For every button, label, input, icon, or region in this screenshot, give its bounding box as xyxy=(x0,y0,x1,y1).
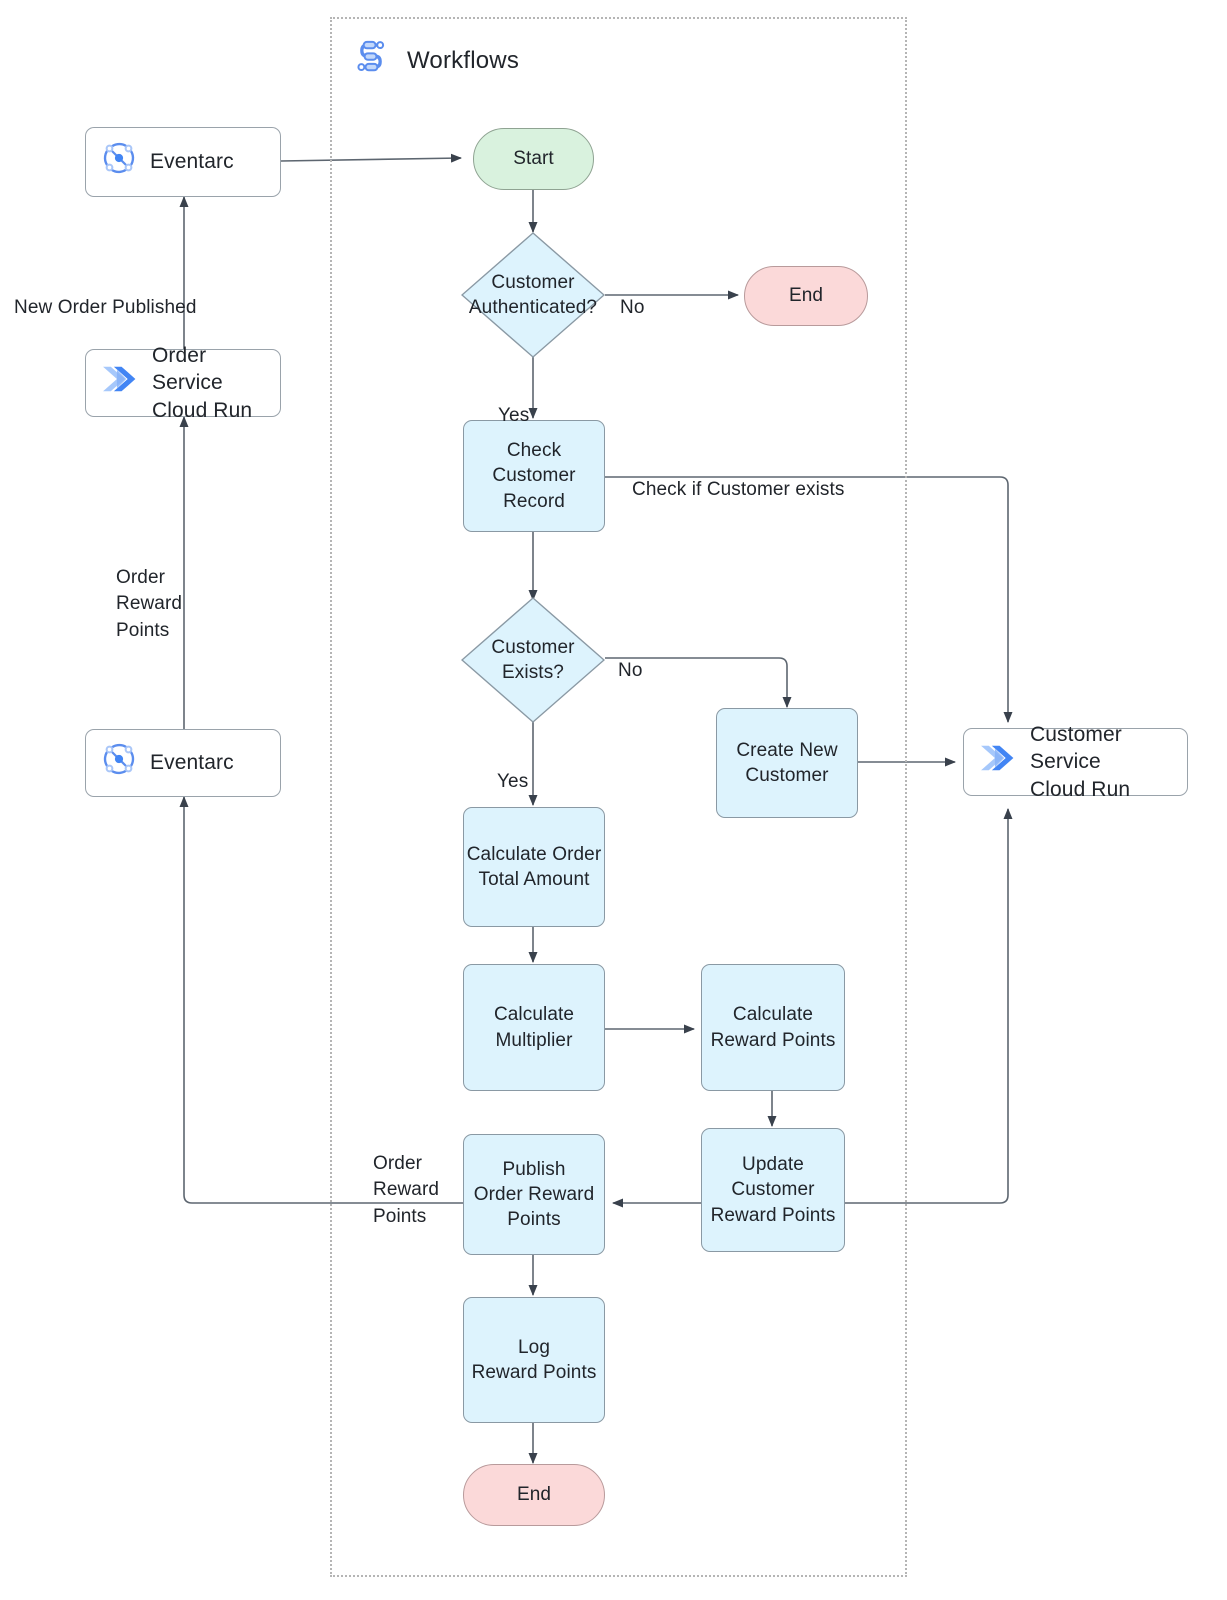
cloud-run-icon xyxy=(100,361,140,404)
process-create-new-customer[interactable]: Create New Customer xyxy=(716,708,858,818)
service-eventarc-bottom[interactable]: Eventarc xyxy=(85,729,281,797)
terminator-end-auth-fail[interactable]: End xyxy=(744,266,868,326)
terminator-label: End xyxy=(516,1484,552,1506)
edge-label-text: Yes xyxy=(498,405,530,427)
eventarc-icon xyxy=(100,740,138,785)
edge-label-new-order-published: New Order Published xyxy=(14,269,196,321)
service-label: Customer Service Cloud Run xyxy=(1030,723,1131,801)
terminator-label: Start xyxy=(513,148,554,170)
process-check-customer-record[interactable]: Check Customer Record xyxy=(463,420,605,532)
process-update-customer-reward-points[interactable]: Update Customer Reward Points xyxy=(701,1128,845,1252)
edge-label-order-reward-points-left: Order Reward Points xyxy=(116,539,182,644)
terminator-label: End xyxy=(788,285,824,307)
decision-label: Customer Authenticated? xyxy=(468,271,598,318)
decision-label: Customer Exists? xyxy=(491,636,575,683)
edge-label-check-if-customer-exists: Check if Customer exists xyxy=(632,451,845,503)
edge-label-text: Yes xyxy=(497,771,529,793)
workflows-group-boundary xyxy=(330,17,907,1577)
edge-label-exists-yes: Yes xyxy=(497,743,528,795)
process-label: Publish Order Reward Points xyxy=(473,1158,595,1231)
process-label: Create New Customer xyxy=(736,739,838,786)
service-label: Eventarc xyxy=(150,751,234,775)
edge-label-text: Check if Customer exists xyxy=(632,479,845,501)
eventarc-icon xyxy=(100,139,138,184)
process-label: Calculate Multiplier xyxy=(493,1004,575,1051)
decision-customer-authenticated[interactable]: Customer Authenticated? xyxy=(461,232,605,358)
workflows-icon xyxy=(349,35,393,86)
decision-customer-exists[interactable]: Customer Exists? xyxy=(461,597,605,723)
process-log-reward-points[interactable]: Log Reward Points xyxy=(463,1297,605,1423)
cloud-run-icon xyxy=(978,740,1018,783)
process-label: Check Customer Record xyxy=(492,440,576,512)
workflows-group-title: Workflows xyxy=(349,35,519,86)
edge-label-order-reward-points-publish: Order Reward Points xyxy=(373,1125,439,1230)
service-order-service-cloud-run[interactable]: Order Service Cloud Run xyxy=(85,344,281,422)
edge-label-text: Order Reward Points xyxy=(373,1153,440,1227)
service-customer-service-cloud-run[interactable]: Customer Service Cloud Run xyxy=(963,723,1188,801)
process-publish-order-reward-points[interactable]: Publish Order Reward Points xyxy=(463,1134,605,1255)
edge-label-exists-no: No xyxy=(618,632,643,684)
process-label: Update Customer Reward Points xyxy=(710,1154,836,1226)
workflows-group-label: Workflows xyxy=(407,46,520,74)
edge-label-auth-no: No xyxy=(620,269,645,321)
service-label: Eventarc xyxy=(150,150,234,174)
process-label: Log Reward Points xyxy=(471,1336,597,1383)
process-label: Calculate Reward Points xyxy=(710,1004,836,1051)
process-label: Calculate Order Total Amount xyxy=(466,843,602,890)
service-eventarc-top[interactable]: Eventarc xyxy=(85,127,281,197)
process-calculate-order-total-amount[interactable]: Calculate Order Total Amount xyxy=(463,807,605,927)
edge-label-text: New Order Published xyxy=(14,297,197,319)
process-calculate-reward-points[interactable]: Calculate Reward Points xyxy=(701,964,845,1091)
terminator-end-final[interactable]: End xyxy=(463,1464,605,1526)
edge-label-text: No xyxy=(620,297,645,319)
edge-label-auth-yes: Yes xyxy=(498,377,529,429)
terminator-start[interactable]: Start xyxy=(473,128,594,190)
edge-label-text: No xyxy=(618,660,643,682)
process-calculate-multiplier[interactable]: Calculate Multiplier xyxy=(463,964,605,1091)
edge-label-text: Order Reward Points xyxy=(116,567,183,641)
service-label: Order Service Cloud Run xyxy=(152,344,253,422)
